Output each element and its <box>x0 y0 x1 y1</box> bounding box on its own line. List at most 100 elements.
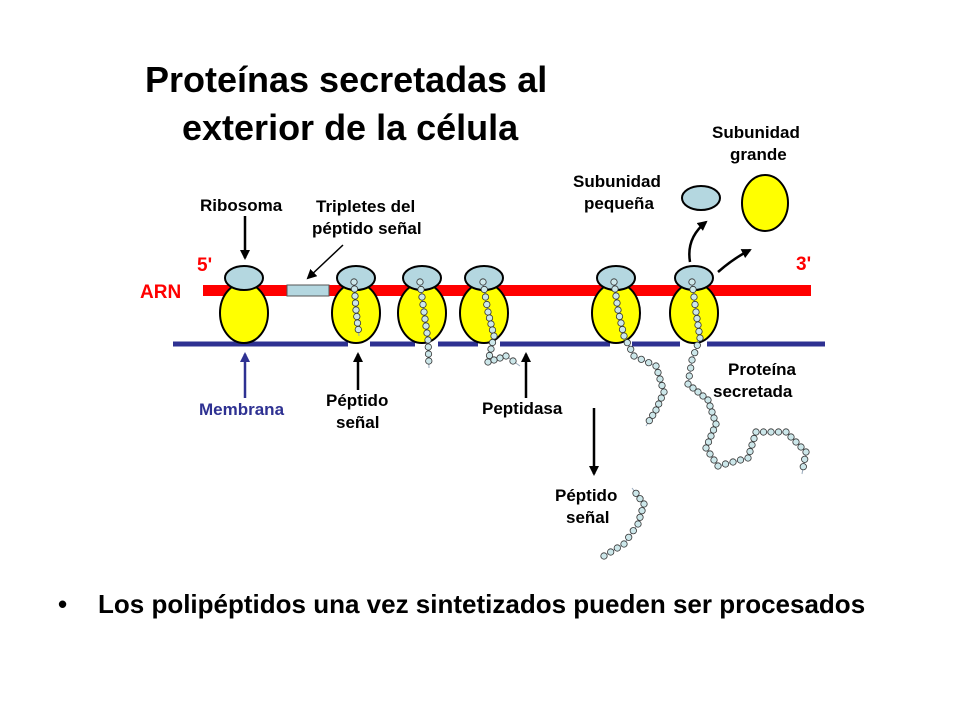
peptide-bead <box>424 336 432 344</box>
large-subunit <box>741 174 789 232</box>
peptide-bead <box>687 364 695 372</box>
peptide-bead <box>706 402 714 410</box>
peptide-bead <box>710 456 718 464</box>
peptide-bead <box>636 513 644 521</box>
peptido-senal-label-line1: Péptido <box>326 391 388 410</box>
peptide-bead <box>620 540 628 548</box>
peptide-bead <box>354 325 362 334</box>
tripletes-label-line1: Tripletes del <box>316 197 415 216</box>
bullet-symbol: • <box>58 589 68 619</box>
ribosoma-label: Ribosoma <box>200 196 283 215</box>
peptide-bead <box>704 396 712 404</box>
subunidad-grande-label-line1: Subunidad <box>712 123 800 142</box>
peptide-bead <box>759 428 768 436</box>
subunidad-pequena-label-line1: Subunidad <box>573 172 661 191</box>
peptide-bead <box>488 326 497 334</box>
peptide-bead <box>607 548 615 556</box>
peptide-bead <box>689 285 697 294</box>
peptide-bead <box>693 314 701 323</box>
peptide-bead <box>782 428 790 436</box>
peptide-bead <box>629 527 637 535</box>
peptide-bead <box>748 441 756 449</box>
subunidad-pequena-label-line2: pequeña <box>584 194 654 213</box>
peptide-bead <box>350 278 358 286</box>
peptide-bead <box>729 458 737 466</box>
peptide-bead <box>691 300 699 309</box>
proteina-secretada-label-line2: secretada <box>713 382 793 401</box>
peptido-senal-label-line2: señal <box>336 413 379 432</box>
peptide-bead <box>600 552 608 560</box>
peptido-senal-released-label-line1: Péptido <box>555 486 617 505</box>
peptide-bead <box>485 351 494 360</box>
peptide-bead <box>702 444 710 452</box>
peptide-bead <box>649 411 657 419</box>
peptide-bead <box>792 438 800 446</box>
peptide-bead <box>714 462 722 470</box>
diagram-title-line1: Proteínas secretadas al <box>145 59 547 100</box>
peptide-bead <box>645 359 653 367</box>
peptide-bead <box>767 428 775 436</box>
peptide-bead <box>480 285 488 294</box>
peptide-bead <box>418 293 426 301</box>
peptide-bead <box>690 293 698 301</box>
peptide-bead <box>627 345 635 353</box>
peptide-bead <box>654 368 662 377</box>
peptide-bead <box>425 357 433 365</box>
peptide-bead <box>704 438 713 446</box>
small-subunit-release-arrow <box>688 220 708 263</box>
peptide-bead <box>752 428 760 436</box>
subunidad-grande-label-line2: grande <box>730 145 787 164</box>
peptide-bead <box>797 443 805 451</box>
peptide-bead <box>618 325 627 334</box>
proteina-secretada-label-line1: Proteína <box>728 360 797 379</box>
peptide-bead <box>417 285 425 294</box>
peptide-bead <box>657 394 665 402</box>
peptide-bead <box>710 414 718 422</box>
peptide-bead <box>636 495 644 503</box>
peptide-bead <box>746 447 754 456</box>
five-prime-label: 5' <box>197 255 212 276</box>
peptide-bead <box>424 343 432 351</box>
diagram-title-line2: exterior de la célula <box>182 107 519 148</box>
peptide-bead <box>490 332 498 340</box>
peptide-bead <box>689 384 697 392</box>
peptide-bead <box>694 321 702 329</box>
peptide-bead <box>693 341 701 349</box>
peptide-bead <box>638 507 646 515</box>
peptide-bead <box>481 293 490 301</box>
peptide-bead <box>353 319 362 327</box>
peptido-senal-released-label-line2: señal <box>566 508 609 527</box>
peptide-bead <box>691 349 699 357</box>
peptide-bead <box>424 350 433 358</box>
arn-label: ARN <box>140 282 181 303</box>
peptide-bead <box>625 533 633 541</box>
peptide-bead <box>709 426 718 434</box>
peptide-bead <box>799 463 807 471</box>
peptide-bead <box>685 372 693 380</box>
peptide-bead <box>614 306 622 314</box>
peptide-bead <box>421 315 429 323</box>
peptide-bead <box>484 308 492 316</box>
peptide-bead <box>479 278 487 286</box>
large-subunit-release-arrow <box>717 248 752 273</box>
peptide-bead <box>744 454 752 462</box>
peptide-bead <box>623 339 631 347</box>
peptide-bead <box>632 489 640 497</box>
membrana-label: Membrana <box>199 400 285 419</box>
peptide-bead <box>484 358 492 366</box>
three-prime-label: 3' <box>796 254 811 275</box>
peptide-bead <box>660 388 668 396</box>
peptide-bead <box>634 520 642 528</box>
peptide-bead <box>611 285 619 293</box>
peptide-bead <box>613 544 621 552</box>
peptide-bead <box>620 332 628 340</box>
peptide-bead <box>695 327 703 336</box>
tripletes-arrow <box>306 244 344 280</box>
rna-strand <box>203 285 811 296</box>
tripletes-label-line2: péptido señal <box>312 219 422 238</box>
peptide-bead <box>490 356 498 364</box>
peptide-bead <box>655 400 663 408</box>
peptidasa-label: Peptidasa <box>482 399 563 418</box>
peptide-bead <box>423 329 431 337</box>
